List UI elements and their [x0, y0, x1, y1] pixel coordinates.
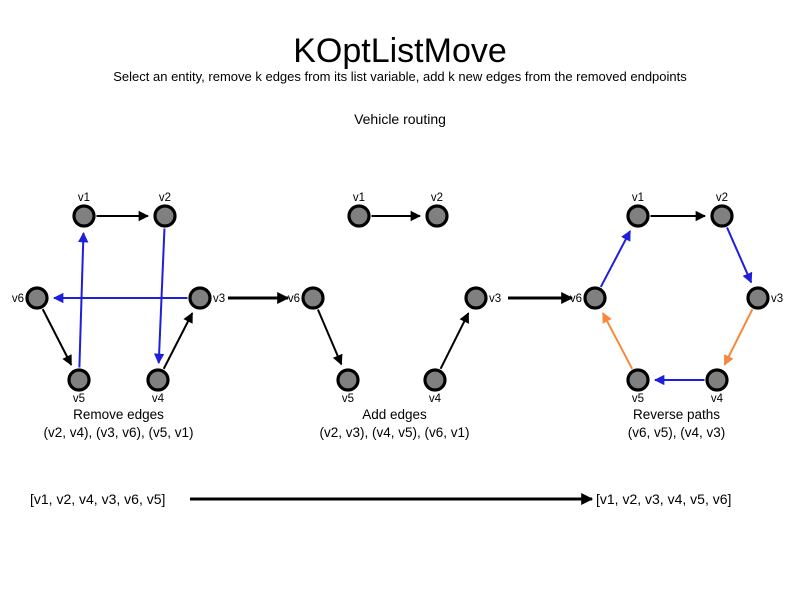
node-v6: v6 [570, 286, 607, 310]
node-v3: v3 [188, 286, 225, 310]
panel-remove-caption-detail: (v2, v4), (v3, v6), (v5, v1) [43, 425, 193, 440]
node-circle-v2 [153, 204, 177, 228]
node-circle-v1 [347, 204, 371, 228]
node-circle-v1 [72, 204, 96, 228]
node-label-v1: v1 [353, 192, 365, 204]
panel-add-edges [316, 210, 470, 370]
edge-v6-to-v1 [599, 230, 631, 288]
edge-v4-to-v3 [162, 312, 194, 370]
node-v2: v2 [153, 192, 177, 228]
node-label-v4: v4 [152, 393, 165, 405]
node-circle-v6 [25, 286, 49, 310]
panel-add-caption-title: Add edges [362, 407, 427, 422]
node-circle-v5 [626, 368, 650, 392]
node-v4: v4 [423, 368, 447, 405]
page-title: KOptListMove [293, 32, 507, 70]
node-label-v3: v3 [771, 293, 783, 305]
section-heading: Vehicle routing [354, 111, 446, 127]
node-label-v1: v1 [632, 192, 644, 204]
panel-remove-edges [41, 210, 194, 370]
node-v4: v4 [146, 368, 170, 405]
node-v1: v1 [72, 192, 96, 228]
edge-v5-to-v1 [77, 231, 89, 368]
node-v6: v6 [288, 286, 325, 310]
node-v4: v4 [705, 368, 729, 405]
node-label-v5: v5 [73, 393, 85, 405]
node-v5: v5 [67, 368, 91, 405]
node-v1: v1 [347, 192, 371, 228]
edge-v6-to-v5 [316, 309, 343, 366]
node-circle-v5 [336, 368, 360, 392]
list-after: [v1, v2, v3, v4, v5, v6] [596, 491, 731, 507]
node-circle-v4 [146, 368, 170, 392]
node-label-v3: v3 [489, 293, 501, 305]
edge-v4-to-v3 [439, 312, 470, 370]
node-v5: v5 [626, 368, 650, 405]
node-v3: v3 [746, 286, 783, 310]
node-label-v5: v5 [342, 393, 354, 405]
node-label-v2: v2 [716, 192, 728, 204]
node-v2: v2 [425, 192, 449, 228]
node-circle-v3 [746, 286, 770, 310]
node-circle-v6 [301, 286, 325, 310]
node-label-v3: v3 [213, 293, 225, 305]
edge-v5-to-v6 [602, 312, 634, 370]
node-v3: v3 [464, 286, 501, 310]
edge-v6-to-v5 [41, 308, 73, 366]
footer-list-transform: [v1, v2, v4, v3, v6, v5] [v1, v2, v3, v4… [30, 491, 731, 507]
node-v6: v6 [12, 286, 49, 310]
node-circle-v5 [67, 368, 91, 392]
node-label-v2: v2 [159, 192, 171, 204]
node-circle-v4 [423, 368, 447, 392]
panel-remove-caption-title: Remove edges [73, 407, 164, 422]
edge-v2-to-v4 [153, 228, 166, 365]
node-circle-v1 [626, 204, 650, 228]
panel-reverse-caption-title: Reverse paths [633, 407, 720, 422]
node-circle-v2 [710, 204, 734, 228]
panel-reverse-edges [599, 210, 754, 386]
node-label-v5: v5 [632, 393, 644, 405]
panel-reverse-caption-detail: (v6, v5), (v4, v3) [628, 425, 726, 440]
node-label-v4: v4 [711, 393, 724, 405]
node-v5: v5 [336, 368, 360, 405]
node-circle-v2 [425, 204, 449, 228]
node-circle-v3 [188, 286, 212, 310]
node-label-v1: v1 [78, 192, 90, 204]
edge-v2-to-v3 [726, 227, 753, 284]
node-circle-v6 [583, 286, 607, 310]
node-label-v2: v2 [431, 192, 443, 204]
node-label-v4: v4 [429, 393, 442, 405]
node-circle-v4 [705, 368, 729, 392]
node-label-v6: v6 [288, 293, 300, 305]
node-label-v6: v6 [12, 293, 24, 305]
page-subtitle: Select an entity, remove k edges from it… [113, 69, 687, 84]
node-circle-v3 [464, 286, 488, 310]
node-v1: v1 [626, 192, 650, 228]
edge-v3-to-v4 [723, 308, 754, 366]
list-before: [v1, v2, v4, v3, v6, v5] [30, 491, 165, 507]
panel-add-caption-detail: (v2, v3), (v4, v5), (v6, v1) [319, 425, 469, 440]
node-v2: v2 [710, 192, 734, 228]
